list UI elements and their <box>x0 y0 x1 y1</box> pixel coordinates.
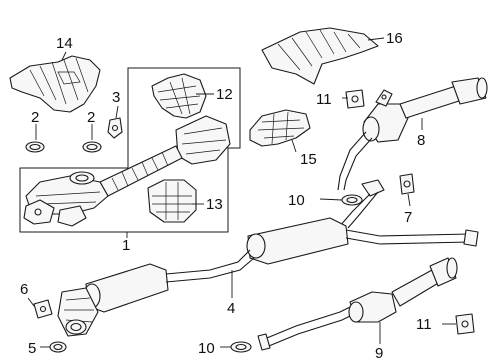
converter-shield-13 <box>147 179 197 223</box>
heat-shield-15 <box>249 109 311 147</box>
gasket-2-right <box>82 141 102 153</box>
gasket-10-lower <box>230 341 252 353</box>
bracket-3 <box>107 117 123 139</box>
hanger-11-upper <box>345 89 365 109</box>
rear-muffler-8 <box>337 77 488 191</box>
rear-muffler-9 <box>257 257 458 351</box>
callout-13: 13 <box>206 196 223 213</box>
callout-5: 5 <box>28 340 36 357</box>
callout-2-right: 2 <box>87 109 95 126</box>
callout-10-upper: 10 <box>288 192 305 209</box>
callout-15: 15 <box>300 151 317 168</box>
heat-shield-16 <box>261 27 379 85</box>
flange-6 <box>33 299 53 319</box>
front-pipe-flange <box>65 319 87 335</box>
callout-11-upper: 11 <box>316 91 332 108</box>
center-muffler <box>246 217 479 265</box>
converter-shield-12 <box>151 73 207 119</box>
callout-7: 7 <box>404 209 412 226</box>
callout-8: 8 <box>417 132 425 149</box>
callout-3: 3 <box>112 89 120 106</box>
callout-labels: 1 2 2 3 4 5 6 7 8 9 10 10 11 11 12 13 14… <box>20 30 432 360</box>
callout-4: 4 <box>227 300 235 317</box>
callout-9: 9 <box>375 345 383 360</box>
assembly-1-frame <box>19 67 241 233</box>
callout-14: 14 <box>56 35 73 52</box>
hanger-11-lower <box>455 313 475 335</box>
callout-10-lower: 10 <box>198 340 215 357</box>
hanger-7 <box>399 173 415 195</box>
gasket-5 <box>49 341 67 353</box>
callout-12: 12 <box>216 86 233 103</box>
callout-6: 6 <box>20 281 28 298</box>
heat-shield-14 <box>9 55 101 113</box>
front-muffler-4 <box>57 249 255 337</box>
callout-2-left: 2 <box>31 109 39 126</box>
gasket-10-upper <box>341 194 363 206</box>
callout-11-lower: 11 <box>416 316 432 333</box>
gasket-2-left <box>25 141 45 153</box>
leader-lines <box>27 37 456 348</box>
callout-1: 1 <box>122 237 130 254</box>
center-pipe-flange <box>339 179 385 229</box>
catalytic-converter-assembly-1 <box>23 115 231 227</box>
callout-16: 16 <box>386 30 403 47</box>
